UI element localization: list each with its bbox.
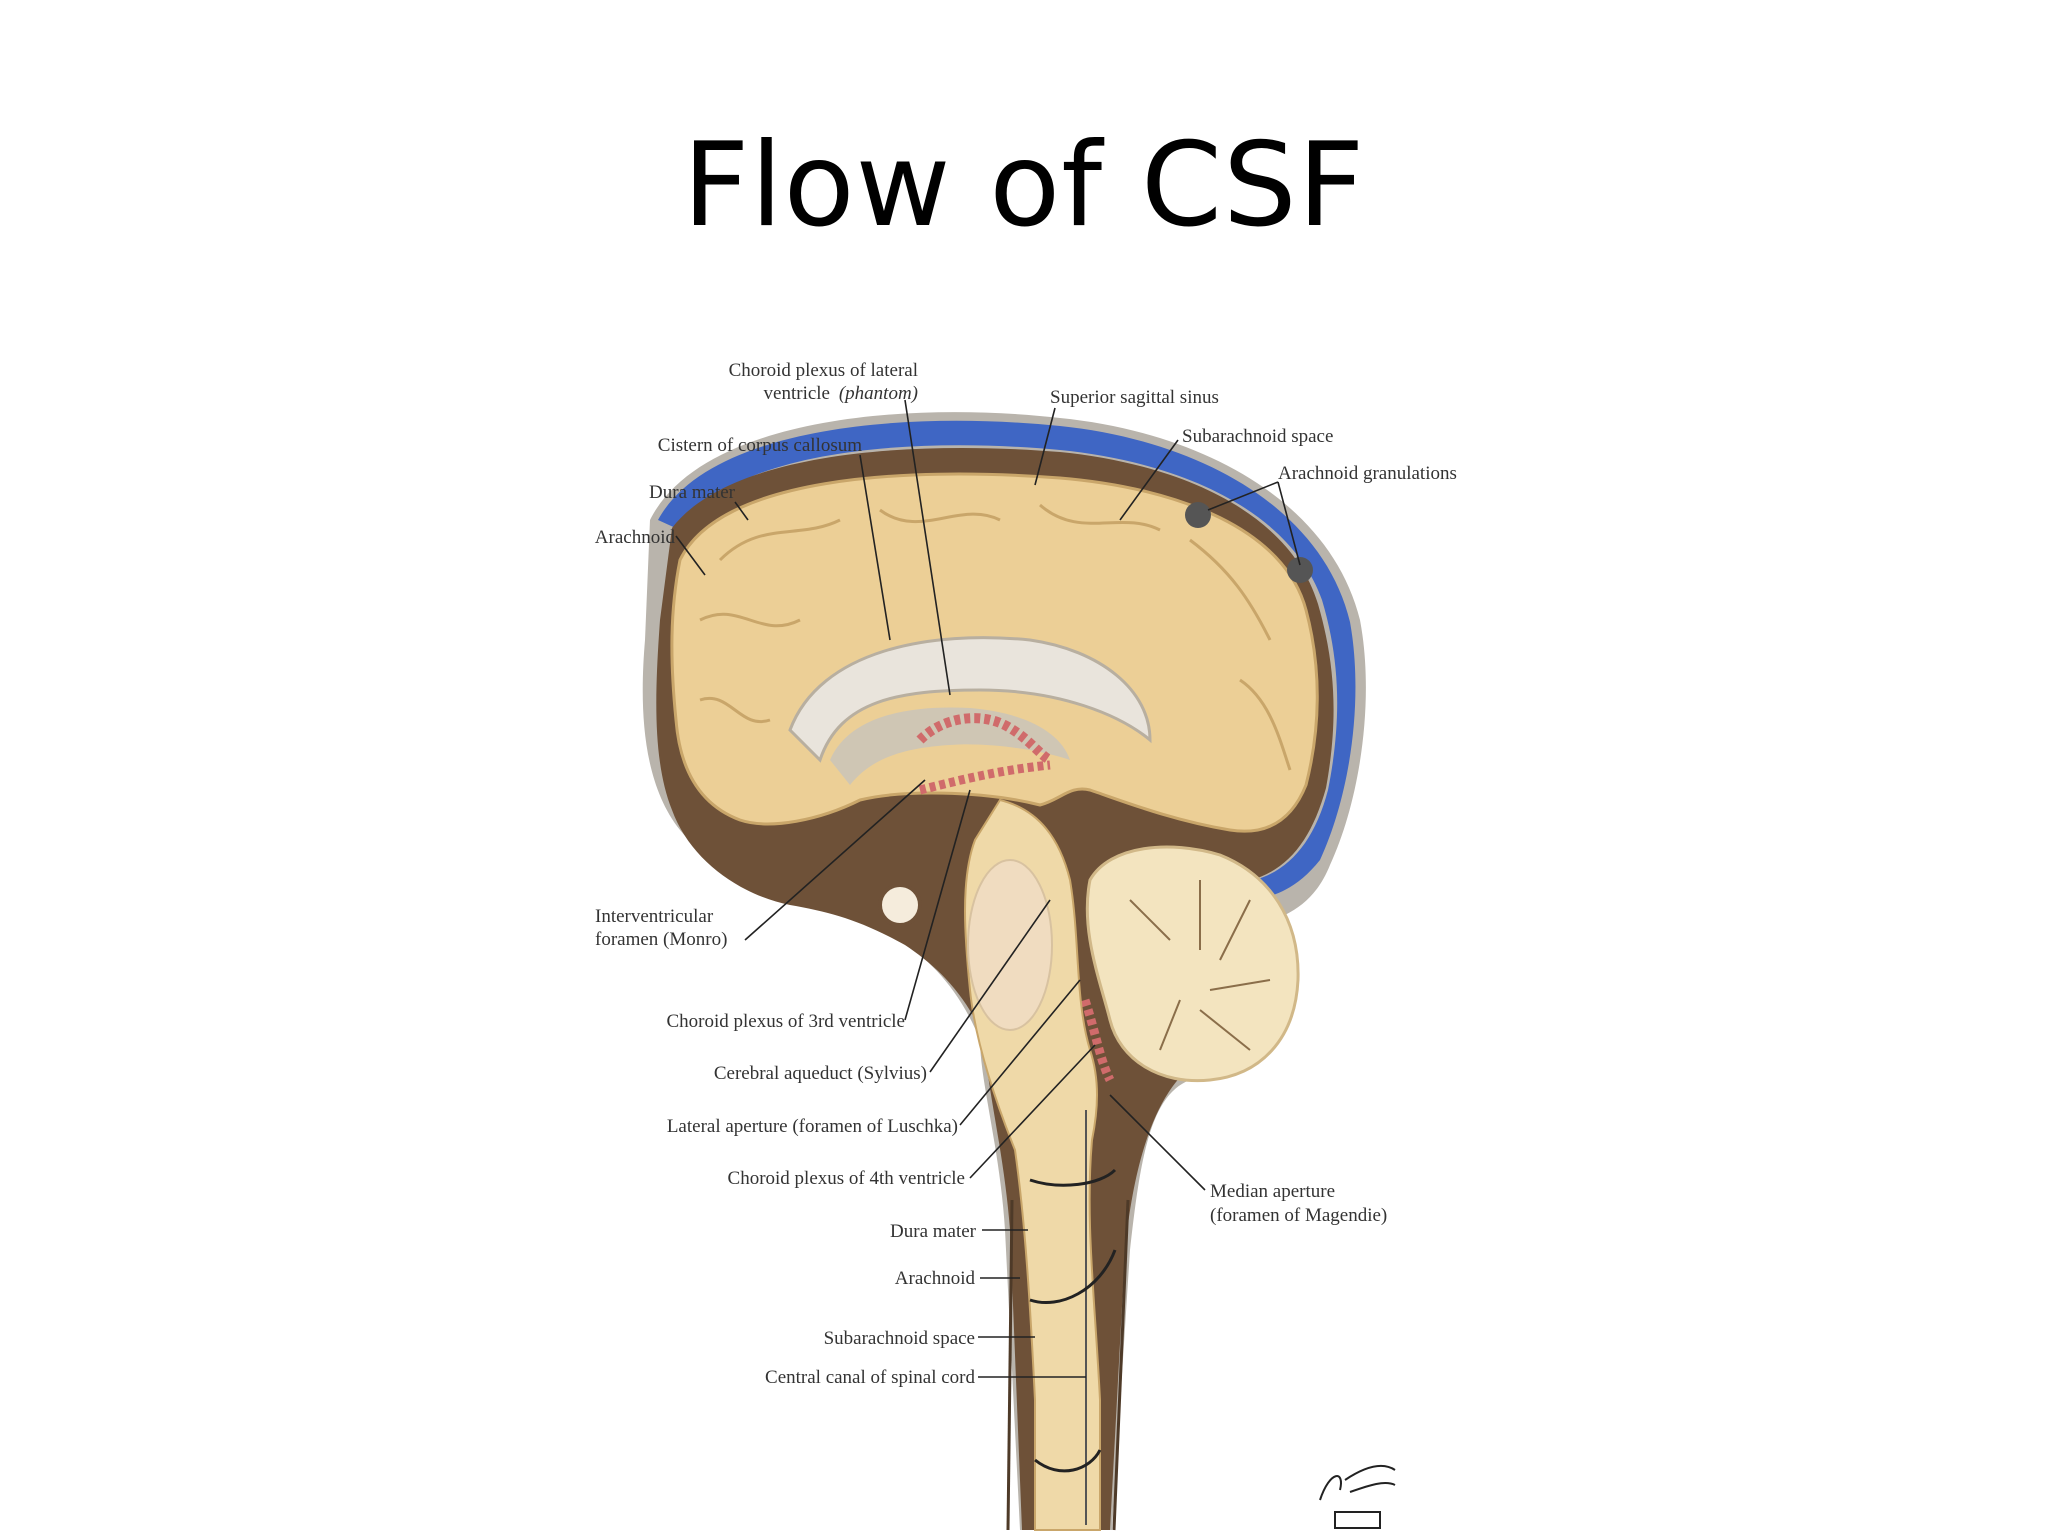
label-choroid-lateral-2: ventricle [764, 383, 830, 404]
anatomy-labels: Choroid plexus of lateral ventricle (pha… [595, 360, 1457, 1388]
label-interventricular-2: foramen (Monro) [595, 929, 727, 950]
slide-title: Flow of CSF [682, 118, 1366, 253]
label-superior-sagittal-sinus: Superior sagittal sinus [1050, 387, 1219, 408]
label-arachnoid-granulations: Arachnoid granulations [1278, 463, 1457, 484]
label-dura-mater-top: Dura mater [649, 482, 736, 503]
leader-lines [675, 399, 1301, 1378]
artist-signature [1319, 1464, 1396, 1529]
label-median-aperture-2: (foramen of Magendie) [1210, 1205, 1387, 1226]
label-interventricular-1: Interventricular [595, 906, 714, 927]
choroid-plexus [916, 713, 1115, 1083]
label-choroid-3rd: Choroid plexus of 3rd ventricle [666, 1011, 905, 1032]
pituitary [878, 883, 922, 927]
label-arachnoid-spinal: Arachnoid [895, 1268, 976, 1289]
label-choroid-lateral-1: Choroid plexus of lateral [729, 360, 918, 381]
cerebellum [1085, 845, 1300, 1083]
label-subarachnoid-space-spinal: Subarachnoid space [824, 1328, 975, 1349]
label-arachnoid-top: Arachnoid [595, 527, 676, 548]
label-cistern-corpus-callosum: Cistern of corpus callosum [658, 435, 862, 456]
arachnoid-granulations [1185, 502, 1313, 583]
label-subarachnoid-space-top: Subarachnoid space [1182, 426, 1333, 447]
label-choroid-4th: Choroid plexus of 4th ventricle [728, 1168, 965, 1189]
cerebrum [670, 472, 1319, 833]
label-lateral-aperture: Lateral aperture (foramen of Luschka) [667, 1116, 958, 1137]
label-dura-mater-spinal: Dura mater [890, 1221, 977, 1242]
label-central-canal: Central canal of spinal cord [765, 1367, 975, 1388]
spinal-membranes [1006, 1168, 1130, 1531]
label-median-aperture-1: Median aperture [1210, 1181, 1335, 1202]
label-cerebral-aqueduct: Cerebral aqueduct (Sylvius) [714, 1063, 927, 1084]
label-choroid-lateral-phantom: (phantom) [839, 383, 918, 404]
